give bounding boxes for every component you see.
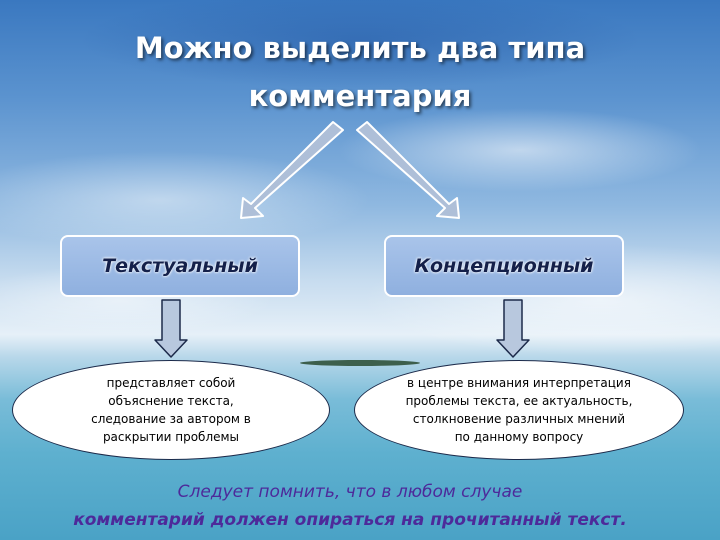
arrow-down-textual [154, 299, 188, 358]
arrow-down-conceptual [496, 299, 530, 358]
description-text-conceptual: в центре внимания интерпретация проблемы… [405, 376, 633, 444]
description-conceptual: в центре внимания интерпретация проблемы… [354, 360, 684, 460]
slide-title: Можно выделить два типа комментария [60, 24, 660, 120]
description-text-textual: представляет собой объяснение текста, сл… [91, 376, 251, 444]
island-silhouette [300, 360, 420, 366]
conclusion-note: Следует помнить, что в любом случае комм… [0, 478, 700, 534]
title-line-1: Можно выделить два типа [134, 31, 586, 65]
arrow-to-conceptual [356, 121, 460, 219]
type-box-conceptual: Концепционный [384, 235, 624, 297]
arrow-to-textual [240, 121, 344, 219]
note-line-2: комментарий должен опираться на прочитан… [73, 510, 627, 530]
type-box-textual: Текстуальный [60, 235, 300, 297]
description-textual: представляет собой объяснение текста, сл… [12, 360, 330, 460]
type-label-conceptual: Концепционный [414, 255, 594, 277]
note-line-1: Следует помнить, что в любом случае [177, 482, 523, 502]
title-line-2: комментария [248, 79, 472, 113]
sky-background [0, 0, 720, 360]
type-label-textual: Текстуальный [102, 255, 258, 277]
